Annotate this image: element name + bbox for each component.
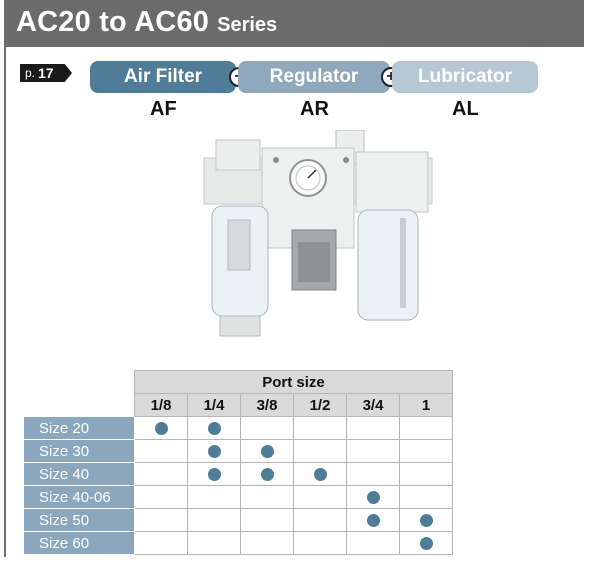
availability-cell bbox=[134, 462, 188, 486]
table-row: Size 20 bbox=[23, 416, 453, 440]
availability-cell bbox=[399, 531, 453, 555]
availability-cell bbox=[346, 531, 400, 555]
air-filter-code: AF bbox=[150, 98, 177, 120]
availability-dot-icon bbox=[419, 537, 433, 551]
table-row: Size 40-06 bbox=[23, 485, 453, 509]
availability-dot-icon bbox=[313, 468, 327, 482]
availability-dot-icon bbox=[419, 514, 433, 528]
availability-cell bbox=[240, 439, 294, 463]
frl-unit-image bbox=[203, 130, 433, 337]
availability-dot-icon bbox=[260, 468, 274, 482]
availability-cell bbox=[293, 439, 347, 463]
column-header: 1 bbox=[399, 393, 453, 417]
availability-cell bbox=[293, 416, 347, 440]
row-label: Size 40-06 bbox=[23, 485, 135, 509]
availability-dot-icon bbox=[154, 422, 168, 436]
row-label: Size 60 bbox=[23, 531, 135, 555]
row-label: Size 20 bbox=[23, 416, 135, 440]
availability-cell bbox=[346, 416, 400, 440]
table-corner bbox=[23, 370, 135, 394]
regulator-pill: Regulator bbox=[238, 61, 390, 93]
availability-cell bbox=[240, 485, 294, 509]
page-number: 17 bbox=[38, 65, 54, 81]
left-rule bbox=[4, 47, 6, 557]
availability-cell bbox=[346, 439, 400, 463]
air-filter-pill: Air Filter bbox=[90, 61, 236, 93]
availability-cell bbox=[187, 508, 241, 532]
series-subtitle: Series bbox=[217, 14, 278, 36]
availability-cell bbox=[399, 416, 453, 440]
availability-cell bbox=[240, 462, 294, 486]
availability-dot-icon bbox=[366, 514, 380, 528]
availability-cell bbox=[399, 508, 453, 532]
availability-cell bbox=[187, 485, 241, 509]
availability-cell bbox=[399, 462, 453, 486]
availability-cell bbox=[293, 508, 347, 532]
availability-cell bbox=[134, 416, 188, 440]
availability-dot-icon bbox=[207, 422, 221, 436]
table-row: Size 50 bbox=[23, 508, 453, 532]
availability-cell bbox=[134, 508, 188, 532]
series-header: AC20 to AC60 Series bbox=[4, 0, 584, 47]
availability-cell bbox=[187, 462, 241, 486]
availability-cell bbox=[134, 531, 188, 555]
availability-cell bbox=[399, 485, 453, 509]
regulator-code: AR bbox=[300, 98, 329, 120]
availability-cell bbox=[293, 462, 347, 486]
availability-cell bbox=[293, 531, 347, 555]
table-row: Size 40 bbox=[23, 462, 453, 486]
page-prefix: p. bbox=[25, 66, 36, 80]
row-label: Size 50 bbox=[23, 508, 135, 532]
column-header: 3/8 bbox=[240, 393, 294, 417]
availability-dot-icon bbox=[366, 491, 380, 505]
port-size-header: Port size bbox=[134, 370, 453, 394]
column-header: 3/4 bbox=[346, 393, 400, 417]
availability-cell bbox=[293, 485, 347, 509]
availability-cell bbox=[346, 462, 400, 486]
availability-cell bbox=[240, 531, 294, 555]
availability-cell bbox=[399, 439, 453, 463]
page-reference-link[interactable]: p. 17 bbox=[20, 64, 72, 82]
availability-cell bbox=[187, 439, 241, 463]
availability-cell bbox=[134, 485, 188, 509]
availability-cell bbox=[240, 416, 294, 440]
column-header: 1/2 bbox=[293, 393, 347, 417]
table-row: Size 60 bbox=[23, 531, 453, 555]
lubricator-code: AL bbox=[452, 98, 479, 120]
availability-dot-icon bbox=[260, 445, 274, 459]
column-header: 1/4 bbox=[187, 393, 241, 417]
series-title: AC20 to AC60 bbox=[16, 6, 210, 38]
availability-cell bbox=[187, 531, 241, 555]
table-row: Size 30 bbox=[23, 439, 453, 463]
row-label: Size 40 bbox=[23, 462, 135, 486]
availability-cell bbox=[346, 485, 400, 509]
row-label: Size 30 bbox=[23, 439, 135, 463]
availability-cell bbox=[346, 508, 400, 532]
availability-cell bbox=[187, 416, 241, 440]
availability-cell bbox=[240, 508, 294, 532]
table-corner bbox=[23, 393, 135, 417]
column-header: 1/8 bbox=[134, 393, 188, 417]
lubricator-pill: Lubricator bbox=[392, 61, 538, 93]
availability-cell bbox=[134, 439, 188, 463]
availability-dot-icon bbox=[207, 445, 221, 459]
availability-dot-icon bbox=[207, 468, 221, 482]
